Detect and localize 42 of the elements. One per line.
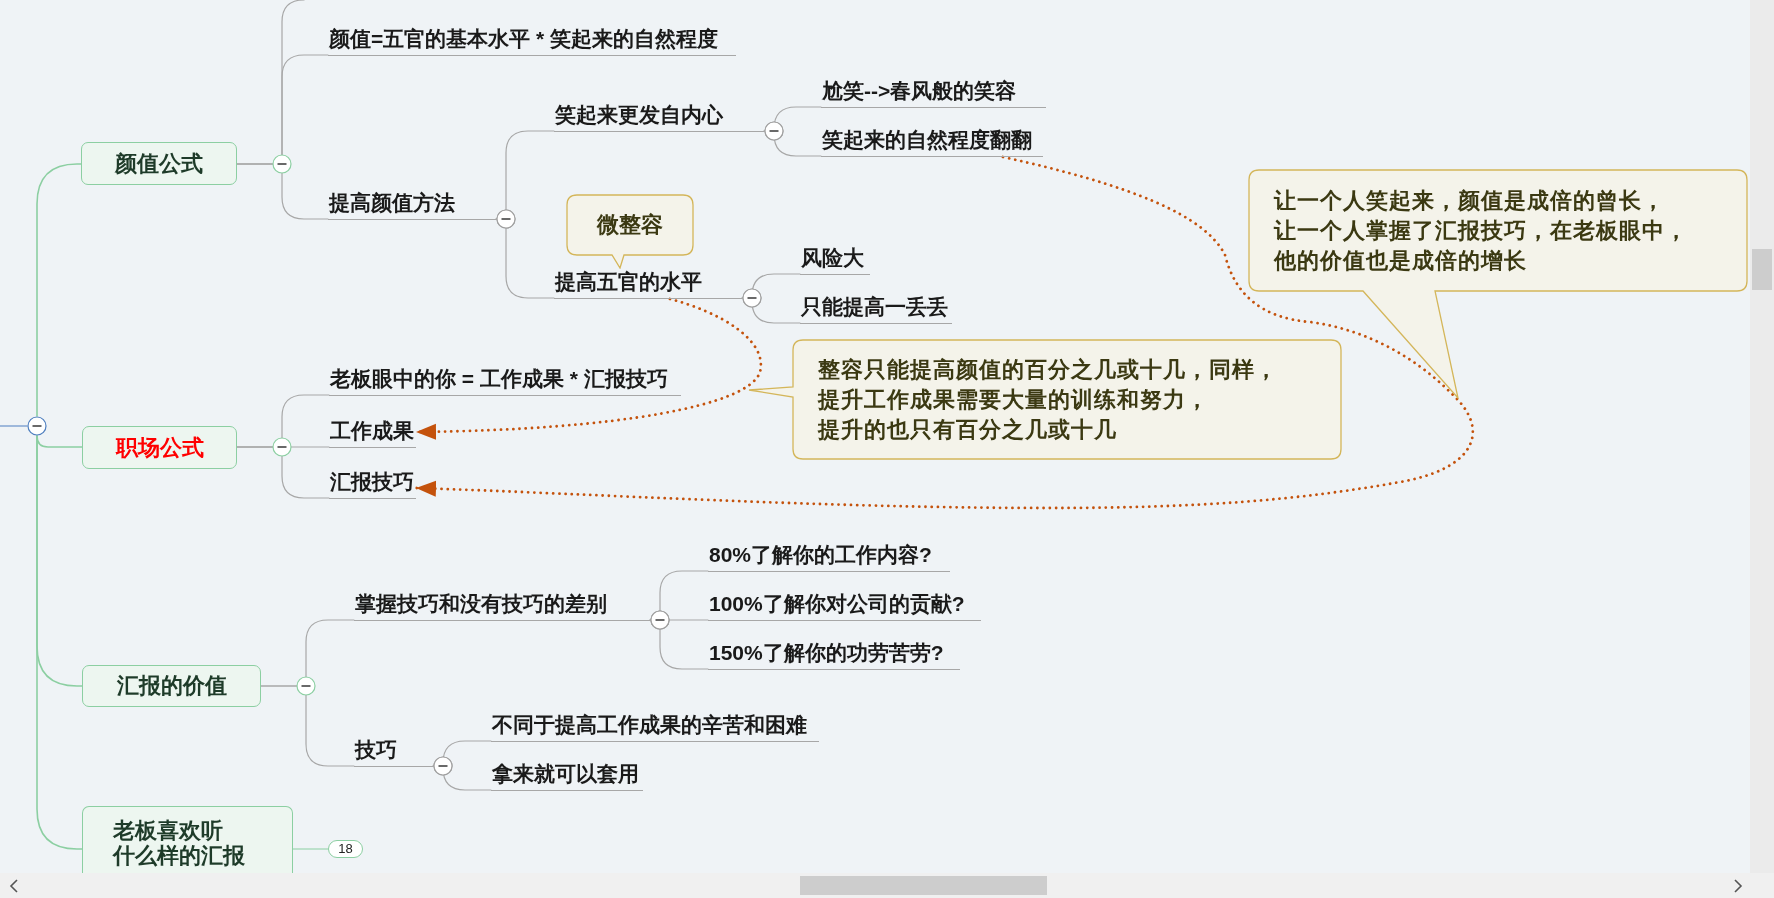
underlined-topic: 拿来就可以套用	[491, 759, 643, 791]
callout-text: 整容只能提高颜值的百分之几或十几，同样，提升工作成果需要大量的训练和努力，提升的也只有百分之几或十几	[818, 356, 1279, 444]
branch-line	[649, 610, 709, 670]
underlined-topic: 笑起来的自然程度翻翻	[821, 125, 1043, 157]
branch-line	[236, 163, 329, 220]
speech-bubble	[566, 194, 694, 269]
underlined-topic: 只能提高一丢丢	[800, 292, 952, 324]
branch-line	[0, 425, 28, 427]
underlined-topic: 颜值=五官的基本水平 * 笑起来的自然程度	[328, 24, 736, 56]
branch-line	[292, 848, 329, 850]
branch-line	[763, 121, 822, 157]
underlined-topic: 工作成果	[329, 416, 416, 448]
underlined-topic: 100%了解你对公司的贡献?	[708, 589, 981, 621]
count-badge: 18	[328, 840, 363, 858]
branch-line	[741, 288, 801, 324]
underlined-topic: 不同于提高工作成果的辛苦和困难	[491, 710, 819, 742]
branch-line	[236, 446, 330, 499]
collapse-button-icon	[27, 416, 47, 436]
branch-line	[260, 685, 355, 767]
speech-bubble	[748, 339, 1342, 461]
topic-box: 颜值公式	[81, 142, 237, 185]
underlined-topic: 笑起来更发自内心	[554, 100, 764, 132]
branch-line	[495, 209, 555, 299]
underlined-topic: 提高颜值方法	[328, 188, 496, 220]
underlined-topic: 掌握技巧和没有技巧的差别	[354, 589, 650, 621]
underlined-topic: 提高五官的水平	[554, 267, 742, 299]
underlined-topic: 尬笑-->春风般的笑容	[821, 76, 1046, 108]
callout-text: 微整容	[595, 211, 664, 239]
topic-box: 汇报的价值	[82, 665, 261, 707]
branch-line	[432, 756, 492, 791]
branch-line	[36, 163, 82, 417]
underlined-topic: 汇报技巧	[329, 467, 416, 499]
underlined-topic: 技巧	[354, 735, 433, 767]
dotted-arrow	[414, 297, 763, 440]
topic-box: 职场公式	[82, 426, 237, 469]
underlined-topic: 老板眼中的你 = 工作成果 * 汇报技巧	[329, 364, 681, 396]
topic-box: 老板喜欢听什么样的汇报	[82, 806, 293, 873]
dotted-arrow	[414, 155, 1475, 510]
callout-text: 让一个人笑起来，颜值是成倍的曾长，让一个人掌握了汇报技巧，在老板眼中，他的价值也是成倍的增长	[1274, 187, 1689, 275]
underlined-topic: 风险大	[800, 243, 870, 275]
underlined-topic: 80%了解你的工作内容?	[708, 540, 950, 572]
underlined-topic: 150%了解你的功劳苦劳?	[708, 638, 960, 670]
